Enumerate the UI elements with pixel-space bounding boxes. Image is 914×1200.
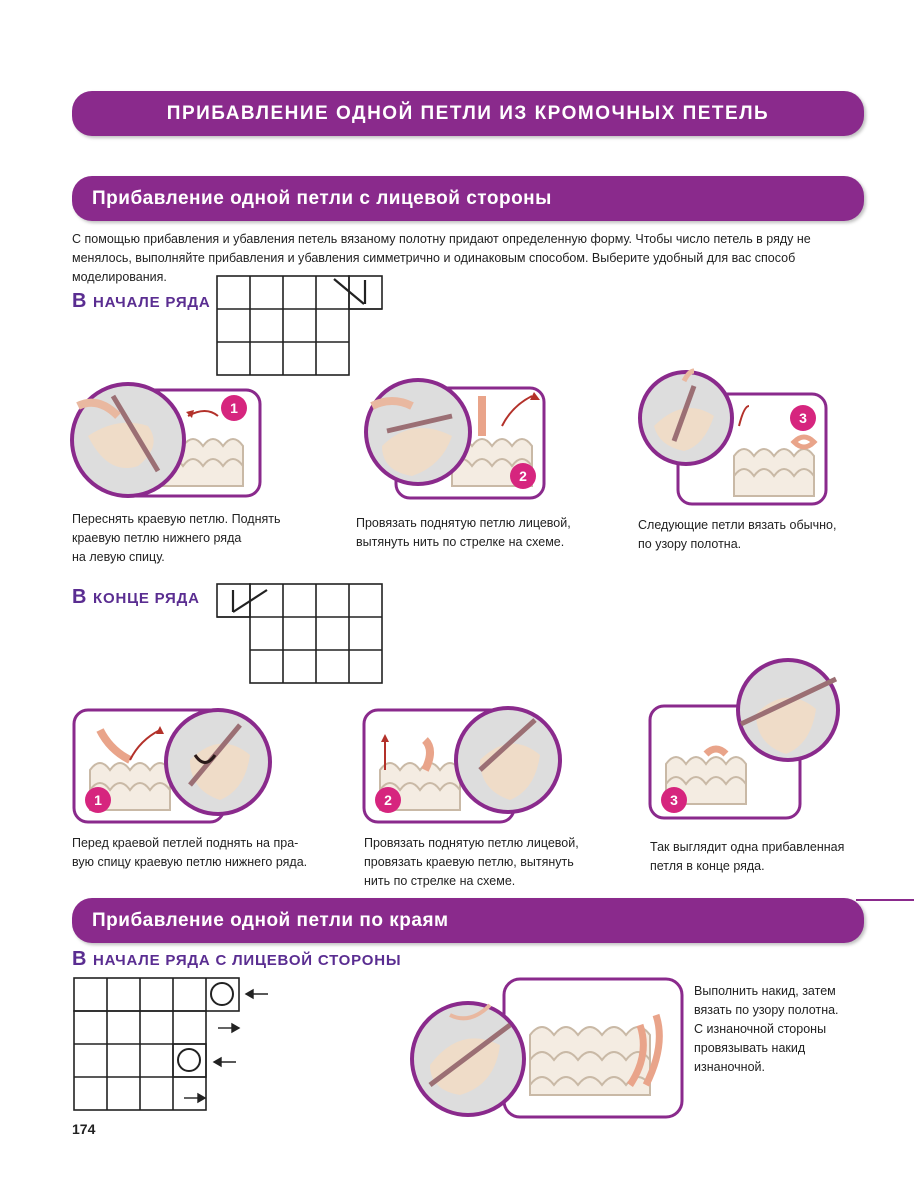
caption-end-step-3: Так выглядит одна прибавленная петля в к…: [650, 840, 845, 873]
heading-start-of-row: В НАЧАЛЕ РЯДА: [72, 290, 211, 312]
illustration-end-step-2: 2: [362, 706, 562, 824]
illustration-yarn-over: [410, 977, 684, 1119]
caption-end-step-2: Провязать поднятую петлю лицевой, провяз…: [364, 836, 579, 888]
intro-paragraph: С помощью прибавления и убавления петель…: [72, 232, 811, 284]
page-number: 174: [72, 1121, 96, 1137]
chapter-title-banner: ПРИБАВЛЕНИЕ ОДНОЙ ПЕТЛИ ИЗ КРОМОЧНЫХ ПЕТ…: [72, 91, 864, 136]
step-badge: 3: [799, 410, 807, 426]
step-badge: 1: [230, 400, 238, 416]
heading-start-of-row-face-side: В НАЧАЛЕ РЯДА С ЛИЦЕВОЙ СТОРОНЫ: [72, 948, 402, 970]
heading-end-of-row: В КОНЦЕ РЯДА: [72, 586, 200, 608]
illustration-start-step-1: 1: [70, 382, 262, 498]
caption-start-step-3: Следующие петли вязать обычно, по узору …: [638, 518, 837, 551]
illustration-end-step-1: 1: [72, 708, 272, 824]
row-direction-arrows: [184, 988, 268, 1104]
illustration-end-step-3: 3: [648, 658, 840, 820]
step-badge: 1: [94, 792, 102, 808]
chapter-title: ПРИБАВЛЕНИЕ ОДНОЙ ПЕТЛИ ИЗ КРОМОЧНЫХ ПЕТ…: [166, 102, 770, 124]
step-badge: 2: [519, 468, 527, 484]
caption-start-step-2: Провязать поднятую петлю лицевой, вытяну…: [356, 516, 571, 549]
chart-grid-end-of-row: [216, 583, 383, 684]
section-title: Прибавление одной петли по краям: [92, 909, 449, 931]
section-title: Прибавление одной петли с лицевой сторон…: [92, 187, 552, 209]
banner-accent-line: [856, 899, 914, 901]
chart-grid-start-of-row: [216, 275, 383, 376]
illustration-start-step-2: 2: [364, 378, 546, 500]
caption-yarn-over: Выполнить накид, затем вязать по узору п…: [694, 984, 839, 1074]
step-badge: 3: [670, 792, 678, 808]
caption-start-step-1: Переснять краевую петлю. Поднять краевую…: [72, 512, 281, 564]
chart-grid-yarn-over: [73, 977, 268, 1111]
section-banner-edges: Прибавление одной петли по краям: [72, 898, 864, 943]
step-badge: 2: [384, 792, 392, 808]
section-banner-face-side: Прибавление одной петли с лицевой сторон…: [72, 176, 864, 221]
illustration-start-step-3: 3: [638, 368, 828, 506]
caption-end-step-1: Перед краевой петлей поднять на пра- вую…: [72, 836, 308, 869]
